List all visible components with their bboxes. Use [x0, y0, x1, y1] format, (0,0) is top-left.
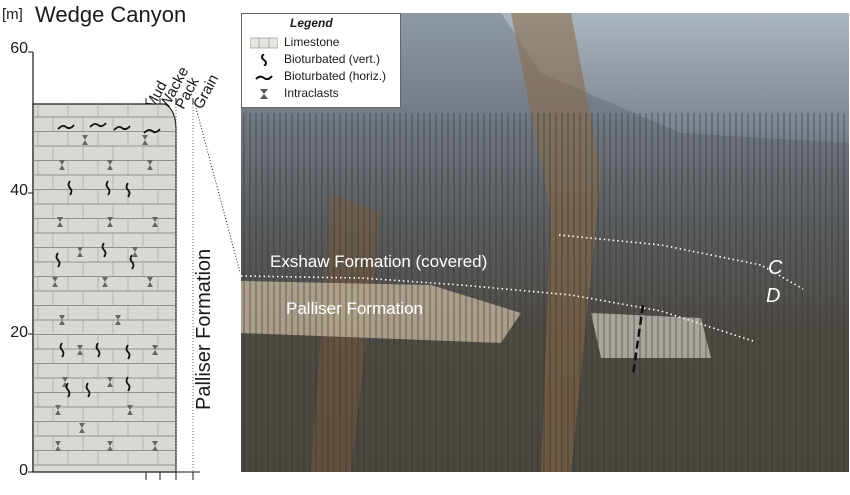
bioturbation-vertical-symbol [67, 180, 73, 196]
intraclast-icon [260, 89, 268, 99]
legend-title: Legend [290, 16, 333, 30]
bioturbation-vertical-symbol [129, 254, 135, 270]
legend-label: Bioturbated (vert.) [284, 52, 381, 66]
column-symbols [52, 122, 161, 451]
intraclast-symbol [82, 135, 88, 145]
y-tick-40: 40 [10, 182, 28, 199]
bioturbation-vertical-symbol [65, 382, 71, 398]
exshaw-formation-label: Exshaw Formation (covered) [270, 252, 488, 271]
intraclast-symbol [107, 441, 113, 451]
intraclast-symbol [55, 405, 61, 415]
legend-label: Limestone [284, 35, 340, 49]
bioturbation-vertical-symbol [59, 342, 65, 358]
limestone-unit [32, 103, 177, 473]
y-tick-0: 0 [19, 462, 28, 479]
intraclast-symbol [115, 315, 121, 325]
bioturbation-vertical-symbol [95, 342, 101, 358]
intraclast-symbol [77, 345, 83, 355]
forest-texture [241, 113, 849, 472]
intraclast-symbol [127, 405, 133, 415]
bioturbation-horizontal-symbol [89, 122, 107, 128]
legend-label: Intraclasts [284, 86, 339, 100]
bioturbation-horizontal-symbol [113, 125, 131, 131]
legend-box: Legend Limestone Bioturbated (vert.) Bio… [241, 13, 401, 108]
intraclast-symbol [55, 441, 61, 451]
upper-contact-line [558, 234, 804, 290]
y-tick-60: 60 [10, 40, 28, 57]
exshaw-palliser-contact [241, 275, 754, 342]
legend-item-intraclasts: Intraclasts [242, 86, 402, 102]
palliser-formation-label: Palliser Formation [193, 248, 215, 410]
intraclast-symbol [107, 377, 113, 387]
upper-cliff [241, 13, 849, 143]
intraclast-symbol [142, 135, 148, 145]
bioturbation-vertical-symbol [125, 182, 131, 198]
bioturbation-vertical-symbol [105, 180, 111, 196]
palliser-formation-photo-label: Palliser Formation [286, 299, 423, 318]
intraclast-symbol [107, 217, 113, 227]
figure-title: Wedge Canyon [35, 2, 187, 27]
intraclast-symbol [77, 247, 83, 257]
intraclast-symbol [59, 315, 65, 325]
legend-item-bioturbated-vert: Bioturbated (vert.) [242, 52, 402, 68]
bioturbation-vertical-symbol [55, 252, 61, 268]
bioturbation-vertical-icon [261, 54, 267, 66]
intraclast-symbol [107, 160, 113, 170]
legend-item-limestone: Limestone [242, 35, 402, 51]
intraclast-symbol [57, 217, 63, 227]
intraclast-symbol [152, 441, 158, 451]
y-tick-20: 20 [10, 324, 28, 341]
bioturbation-horizontal-icon [255, 75, 273, 81]
intraclast-symbol [52, 277, 58, 287]
stratigraphic-column [28, 51, 240, 480]
intraclast-symbol [102, 277, 108, 287]
bioturbation-vertical-symbol [125, 376, 131, 392]
legend-label: Bioturbated (horiz.) [284, 69, 387, 83]
intraclast-symbol [147, 277, 153, 287]
intraclast-symbol [132, 247, 138, 257]
bioturbation-vertical-symbol [125, 344, 131, 360]
intraclast-symbol [79, 423, 85, 433]
y-axis-unit: [m] [2, 6, 23, 23]
photo-illustration [241, 13, 849, 472]
limestone-pattern-icon [250, 37, 278, 49]
intraclast-symbol [152, 345, 158, 355]
label-c: C [768, 257, 783, 279]
label-d: D [766, 285, 781, 307]
intraclast-symbol [59, 160, 65, 170]
intraclast-symbol [152, 217, 158, 227]
bioturbation-horizontal-symbol [143, 128, 161, 134]
intraclast-symbol [147, 160, 153, 170]
correlation-line [195, 107, 240, 275]
bioturbation-vertical-symbol [101, 242, 107, 258]
bioturbation-horizontal-symbol [57, 124, 75, 130]
bioturbation-vertical-symbol [85, 382, 91, 398]
legend-item-bioturbated-horiz: Bioturbated (horiz.) [242, 69, 402, 85]
